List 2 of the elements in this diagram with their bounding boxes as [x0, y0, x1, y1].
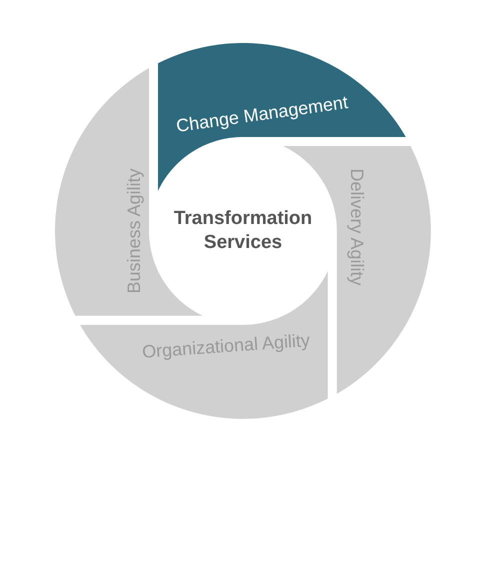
center-label: Transformation Services	[172, 207, 314, 255]
segment-label: Change Management	[174, 91, 350, 137]
